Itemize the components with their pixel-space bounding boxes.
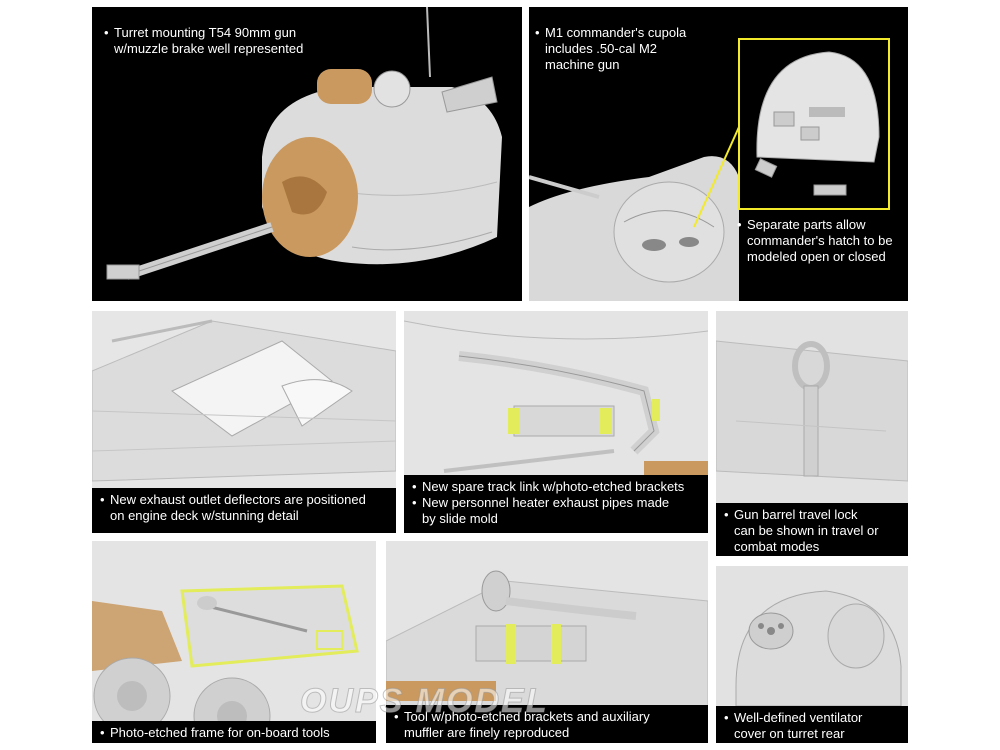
caption-line: M1 commander's cupola bbox=[535, 25, 735, 41]
caption-hatch: Separate parts allow commander's hatch t… bbox=[737, 217, 907, 265]
caption-line: commander's hatch to be bbox=[747, 233, 893, 248]
caption-line: combat modes bbox=[734, 539, 820, 554]
watermark-logo: OUPS MODEL bbox=[300, 682, 549, 721]
panel-turret: Turret mounting T54 90mm gun w/muzzle br… bbox=[92, 7, 522, 301]
caption-ventilator: Well-defined ventilator cover on turret … bbox=[716, 706, 908, 743]
caption-line: New exhaust outlet deflectors are positi… bbox=[100, 492, 388, 508]
panel-exhaust: New exhaust outlet deflectors are positi… bbox=[92, 311, 396, 533]
caption-line: Tool w/photo-etched brackets and auxilia… bbox=[394, 709, 700, 725]
caption-line: by slide mold bbox=[422, 511, 498, 526]
caption-cupola: M1 commander's cupola includes .50-cal M… bbox=[535, 25, 735, 73]
caption-item: New personnel heater exhaust pipes made bbox=[412, 495, 700, 511]
caption-tool-frame: Photo-etched frame for on-board tools bbox=[92, 721, 376, 743]
caption-line: Gun barrel travel lock bbox=[724, 507, 900, 523]
caption-muffler: Tool w/photo-etched brackets and auxilia… bbox=[386, 705, 708, 743]
panel-ventilator: Well-defined ventilator cover on turret … bbox=[716, 566, 908, 743]
panel-travel-lock: Gun barrel travel lock can be shown in t… bbox=[716, 311, 908, 556]
caption-turret: Turret mounting T54 90mm gun w/muzzle br… bbox=[104, 25, 424, 57]
caption-line: modeled open or closed bbox=[747, 249, 886, 264]
panel-tool-frame: Photo-etched frame for on-board tools bbox=[92, 541, 376, 743]
caption-line: Photo-etched frame for on-board tools bbox=[100, 725, 368, 741]
caption-line: Well-defined ventilator bbox=[724, 710, 900, 726]
panel-spare-track: New spare track link w/photo-etched brac… bbox=[404, 311, 708, 533]
caption-line: Turret mounting T54 90mm gun bbox=[104, 25, 424, 41]
caption-line: can be shown in travel or bbox=[734, 523, 879, 538]
panel-cupola: M1 commander's cupola includes .50-cal M… bbox=[529, 7, 908, 301]
caption-line: Separate parts allow bbox=[737, 217, 907, 233]
caption-line: cover on turret rear bbox=[734, 726, 845, 741]
panel-muffler: Tool w/photo-etched brackets and auxilia… bbox=[386, 541, 708, 743]
caption-line: muffler are finely reproduced bbox=[404, 725, 570, 740]
caption-item: New spare track link w/photo-etched brac… bbox=[412, 479, 700, 495]
caption-line: on engine deck w/stunning detail bbox=[110, 508, 299, 523]
caption-travel-lock: Gun barrel travel lock can be shown in t… bbox=[716, 503, 908, 556]
caption-exhaust: New exhaust outlet deflectors are positi… bbox=[92, 488, 396, 533]
cupola-render bbox=[529, 38, 890, 301]
caption-line: machine gun bbox=[545, 57, 620, 72]
tool-frame-render bbox=[92, 541, 376, 743]
caption-spare-track: New spare track link w/photo-etched brac… bbox=[404, 475, 708, 533]
caption-line: includes .50-cal M2 bbox=[545, 41, 657, 56]
caption-line: w/muzzle brake well represented bbox=[114, 41, 304, 56]
turret-render bbox=[106, 7, 502, 280]
